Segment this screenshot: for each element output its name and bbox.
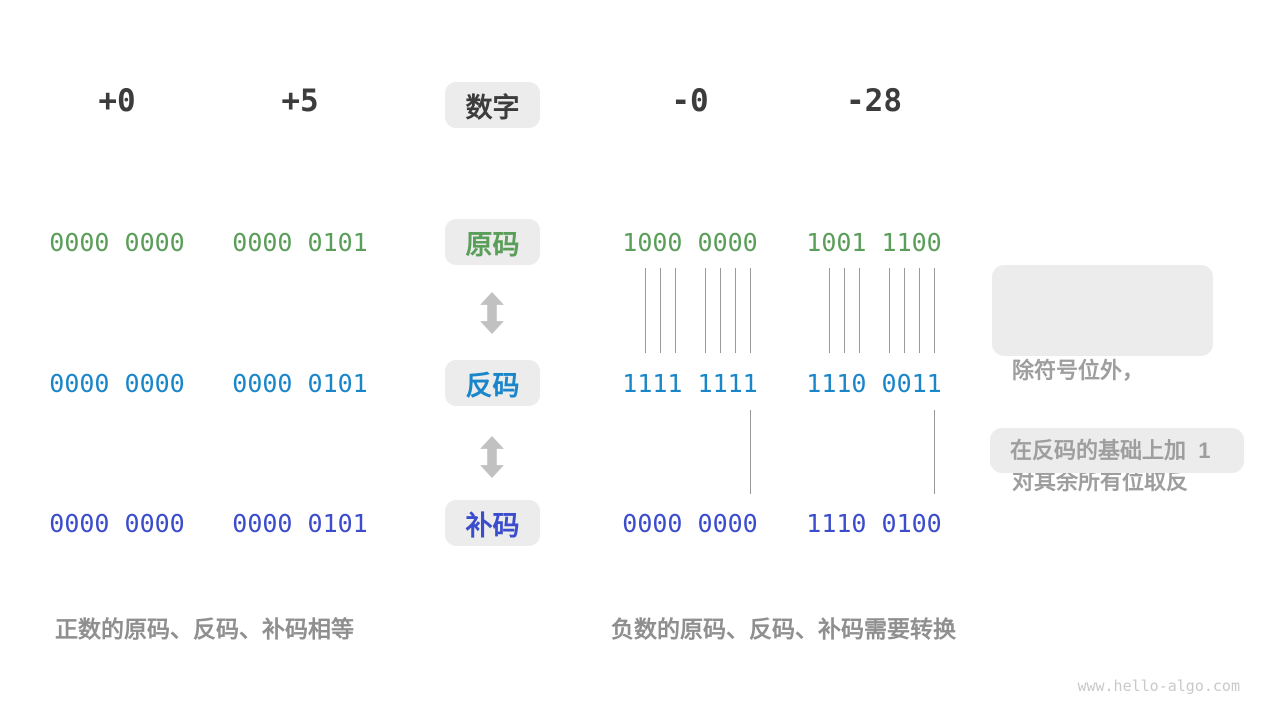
header-minus-28: -28 (846, 83, 902, 119)
ones-complement-plus5: 0000 0101 (232, 369, 368, 398)
ones-complement-minus0: 1111 1111 (622, 369, 758, 398)
invert-ticks-minus0 (622, 268, 758, 353)
invert-ticks-minus28 (806, 268, 942, 353)
invert-tick-line (734, 268, 736, 353)
ones-complement-minus28: 1110 0011 (806, 369, 942, 398)
sign-magnitude-minus0: 1000 0000 (622, 228, 758, 257)
add-one-line-minus0 (750, 410, 751, 494)
invert-tick-line (843, 268, 845, 353)
invert-tick-line (674, 268, 676, 353)
sign-magnitude-minus28: 1001 1100 (806, 228, 942, 257)
header-plus-0: +0 (98, 83, 136, 119)
invert-tick-line (918, 268, 920, 353)
header-minus-0: -0 (671, 83, 709, 119)
twos-complement-minus28: 1110 0100 (806, 509, 942, 538)
add-one-annotation: 在反码的基础上加 1 (990, 428, 1244, 473)
up-down-arrow-icon (480, 292, 504, 334)
invert-tick-line (750, 268, 751, 353)
invert-tick-line (719, 268, 721, 353)
ones-complement-badge: 反码 (445, 360, 540, 406)
up-down-arrow-icon (480, 436, 504, 478)
twos-complement-minus0: 0000 0000 (622, 509, 758, 538)
invert-annotation-line2: 对其余所有位取反 (1012, 469, 1189, 494)
invert-tick-line (934, 268, 935, 353)
number-badge: 数字 (445, 82, 540, 128)
invert-tick-line (903, 268, 905, 353)
sign-magnitude-plus5: 0000 0101 (232, 228, 368, 257)
invert-annotation-line1: 除符号位外， (1012, 358, 1145, 383)
sign-magnitude-plus0: 0000 0000 (49, 228, 185, 257)
twos-complement-plus5: 0000 0101 (232, 509, 368, 538)
twos-complement-plus0: 0000 0000 (49, 509, 185, 538)
negative-caption: 负数的原码、反码、补码需要转换 (611, 616, 956, 642)
invert-tick-line (659, 268, 661, 353)
add-one-line-minus28 (934, 410, 935, 494)
invert-tick-line (888, 268, 890, 353)
invert-tick-line (858, 268, 860, 353)
twos-complement-badge: 补码 (445, 500, 540, 546)
positive-caption: 正数的原码、反码、补码相等 (55, 616, 354, 642)
ones-complement-plus0: 0000 0000 (49, 369, 185, 398)
sign-magnitude-badge: 原码 (445, 219, 540, 265)
invert-tick-line (704, 268, 706, 353)
header-plus-5: +5 (281, 83, 319, 119)
watermark: www.hello-algo.com (1077, 677, 1240, 695)
invert-annotation: 除符号位外， 对其余所有位取反 (992, 265, 1213, 494)
invert-tick-line (828, 268, 830, 353)
invert-tick-line (644, 268, 646, 353)
